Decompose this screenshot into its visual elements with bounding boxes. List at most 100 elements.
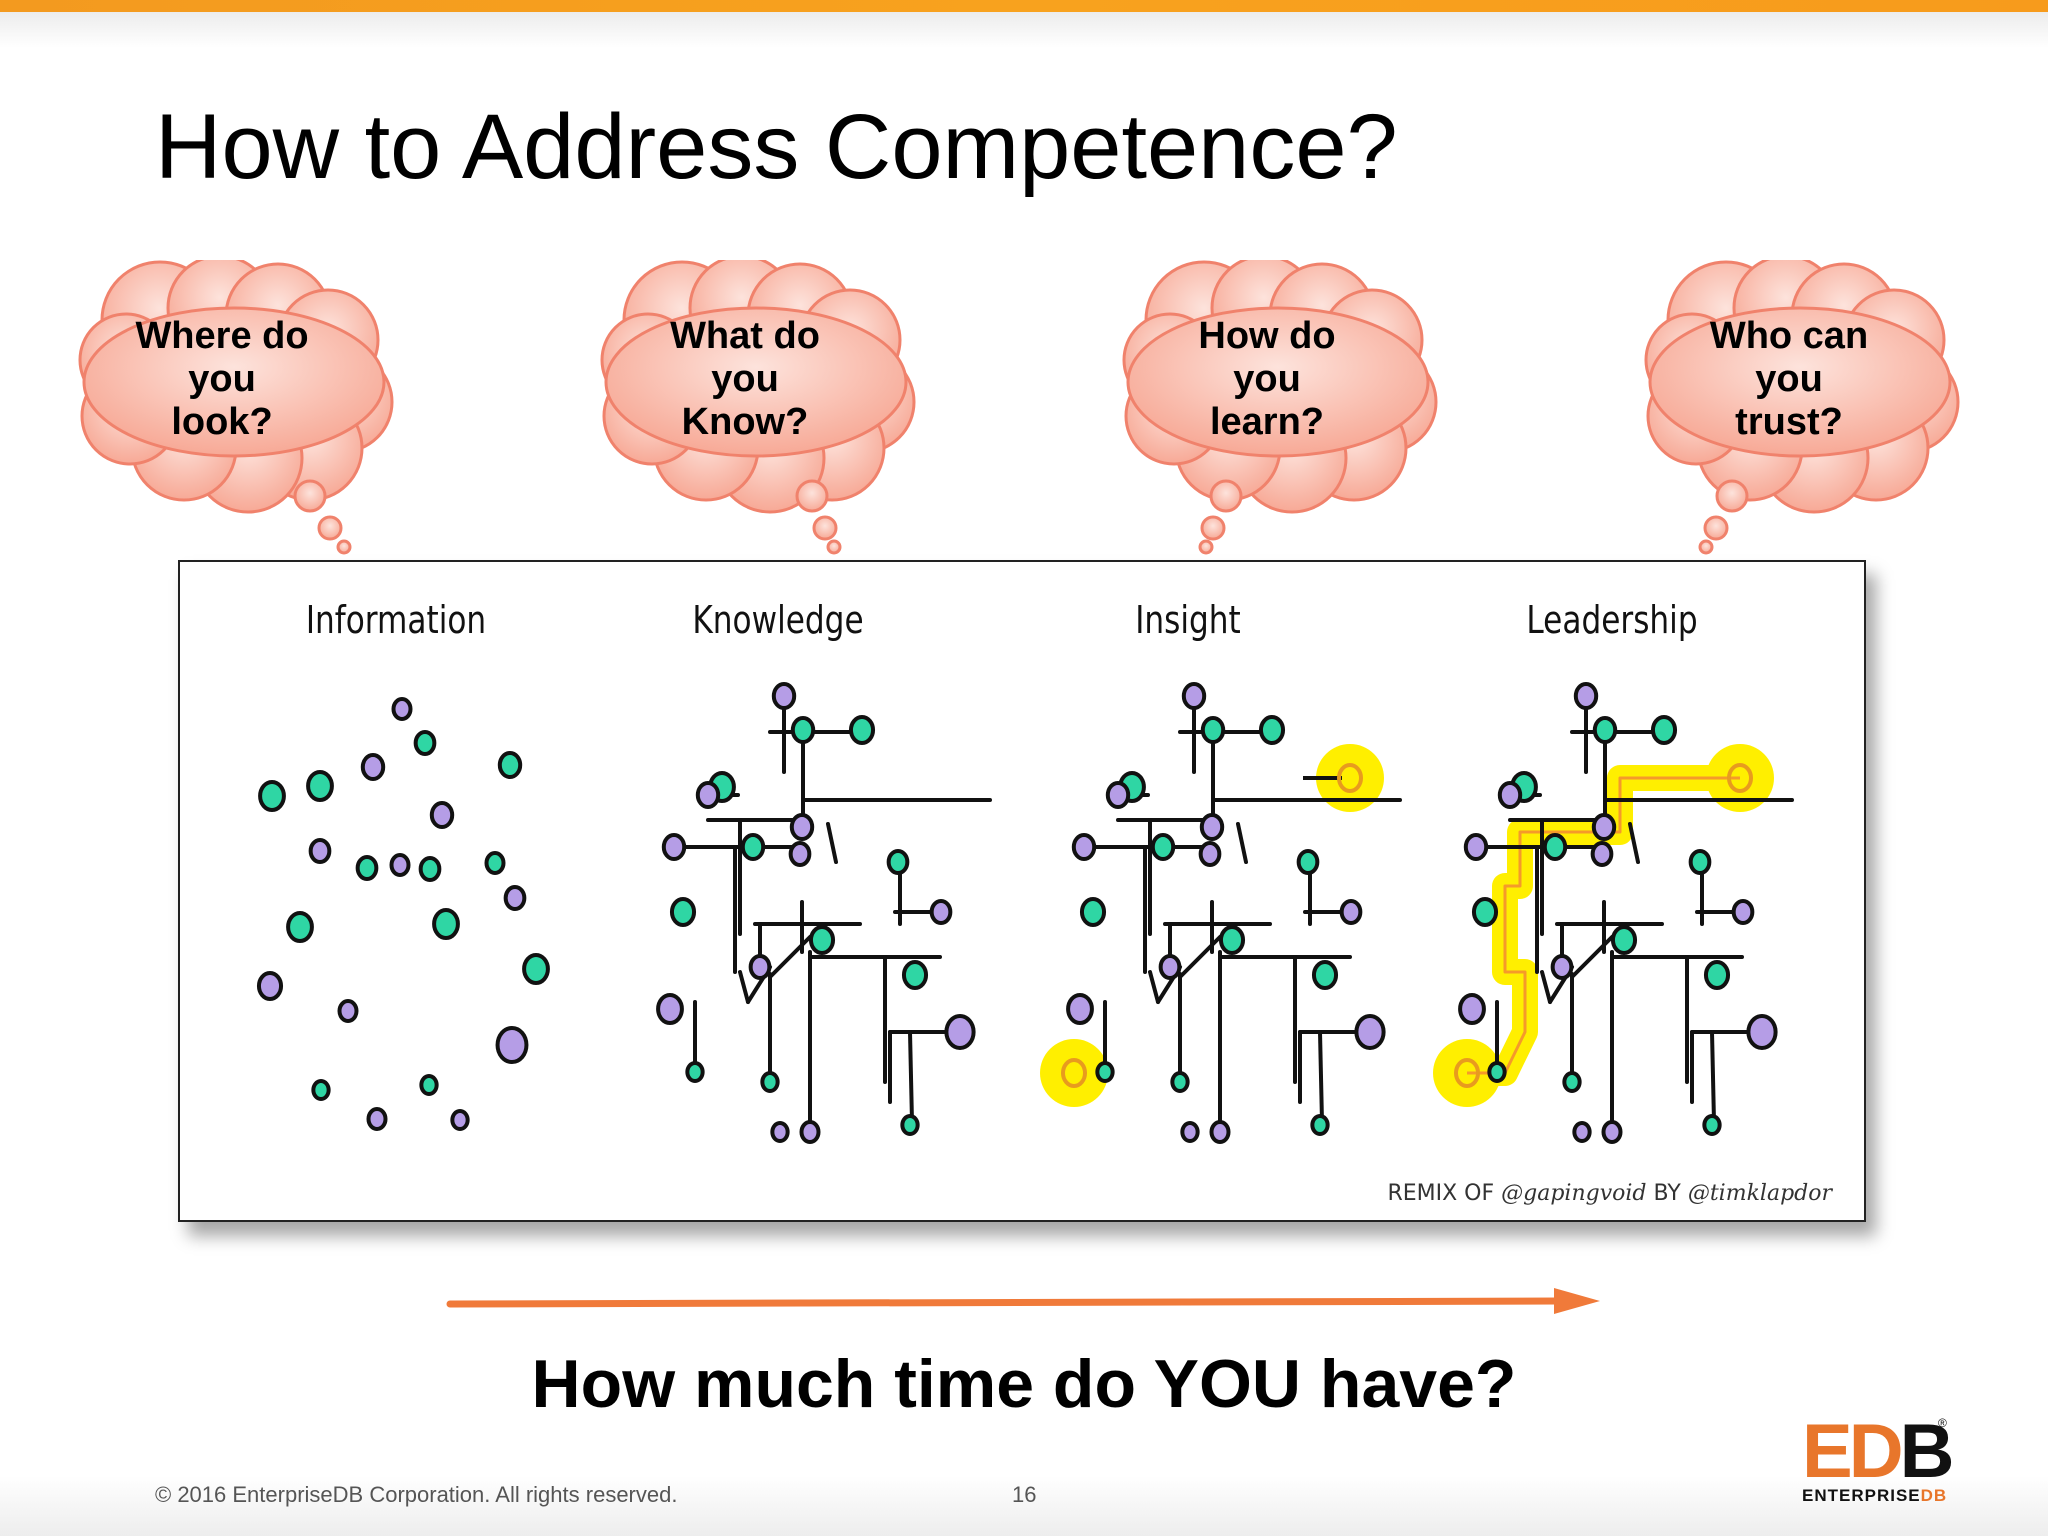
- network-node: [1311, 960, 1339, 990]
- insight-link: [1178, 935, 1222, 979]
- network-node: [495, 1026, 529, 1064]
- leadership-node-bottom: [1454, 1058, 1480, 1088]
- edb-logo: EDB ® ENTERPRISEDB: [1798, 1414, 1954, 1506]
- network-node: [1198, 841, 1222, 867]
- network-node: [306, 770, 334, 802]
- thought-bubble-shapes: [78, 254, 1960, 555]
- edb-logo-registered: ®: [1938, 1416, 1947, 1430]
- network-node: [1702, 1114, 1722, 1136]
- slide-title: How to Address Competence?: [155, 96, 1398, 198]
- network-node: [1079, 897, 1107, 927]
- network-node: [1296, 849, 1320, 875]
- top-shade: [0, 12, 2048, 48]
- footer-copyright: © 2016 EnterpriseDB Corporation. All rig…: [155, 1482, 678, 1507]
- network-node: [366, 1107, 388, 1131]
- insight-highlight-top: [1316, 744, 1384, 812]
- remix-credit: REMIX OF @gapingvoid BY @timklapdor: [1387, 1181, 1832, 1206]
- network-node: [1258, 715, 1286, 745]
- network-node: [944, 1014, 976, 1050]
- network-node: [771, 682, 797, 710]
- time-question: How much time do YOU have?: [531, 1346, 1517, 1422]
- network-node: [1209, 1120, 1231, 1144]
- network-node: [355, 855, 379, 881]
- credit-prefix: REMIX OF: [1387, 1181, 1495, 1206]
- network-node: [799, 1120, 821, 1144]
- time-arrow: [446, 1288, 1600, 1314]
- top-accent-bar: [0, 0, 2048, 12]
- network-node: [1200, 716, 1226, 744]
- network-node: [1731, 899, 1755, 925]
- network-node: [886, 849, 910, 875]
- network-node: [1590, 841, 1614, 867]
- cloud-1: [78, 254, 394, 555]
- network-node: [286, 911, 314, 943]
- leadership-link: [1710, 1030, 1716, 1124]
- network-node: [1572, 1121, 1592, 1143]
- knowledge-link: [908, 1030, 914, 1124]
- network-node: [389, 853, 411, 877]
- network-node: [360, 753, 386, 781]
- network-node: [1487, 1061, 1507, 1083]
- leadership-link: [1540, 970, 1552, 1004]
- knowledge-link: [738, 970, 750, 1004]
- network-node: [1199, 813, 1225, 841]
- network-node: [1066, 993, 1094, 1025]
- bottom-shade: [0, 1476, 2048, 1536]
- network-node: [503, 885, 527, 911]
- knowledge-link: [768, 935, 812, 979]
- network-node: [656, 993, 684, 1025]
- network-node: [497, 751, 523, 779]
- page-number: 16: [1012, 1482, 1037, 1507]
- network-node: [1463, 833, 1489, 861]
- network-node: [900, 1114, 920, 1136]
- network-node: [1610, 925, 1638, 955]
- network-node: [337, 999, 359, 1023]
- network-node: [790, 716, 816, 744]
- network-node: [1703, 960, 1731, 990]
- leadership-link: [1570, 935, 1614, 979]
- network-node: [788, 841, 812, 867]
- network-node: [1591, 813, 1617, 841]
- network-node: [1150, 833, 1176, 861]
- network-node: [760, 1071, 780, 1093]
- insight-link: [1236, 822, 1248, 864]
- leadership-path-outline: [1467, 776, 1740, 1075]
- cloud-3: [1122, 254, 1438, 555]
- network-node: [1354, 1014, 1386, 1050]
- network-node: [258, 780, 286, 812]
- network-node: [1497, 781, 1523, 809]
- network-node: [1471, 897, 1499, 927]
- stage-title-knowledge: Knowledge: [692, 598, 864, 642]
- network-drawings: [256, 682, 1794, 1144]
- stage-title-insight: Insight: [1135, 598, 1241, 642]
- credit-by: BY: [1653, 1181, 1681, 1206]
- network-node: [484, 851, 506, 875]
- network-node: [740, 833, 766, 861]
- stage-title-leadership: Leadership: [1526, 598, 1698, 642]
- leadership-link: [1628, 822, 1640, 864]
- network-node: [1180, 1121, 1200, 1143]
- network-node: [1562, 1071, 1582, 1093]
- leadership-node-top: [1727, 763, 1753, 793]
- network-node: [1158, 954, 1182, 980]
- edb-logo-wordmark: ENTERPRISEDB: [1802, 1486, 1948, 1505]
- network-node: [1542, 833, 1568, 861]
- network-node: [429, 801, 455, 829]
- network-node: [413, 730, 437, 756]
- network-node: [1592, 716, 1618, 744]
- network-node: [1550, 954, 1574, 980]
- insight-node-bottom: [1061, 1058, 1087, 1088]
- network-node: [450, 1109, 470, 1131]
- network-node: [1339, 899, 1363, 925]
- network-node: [1105, 781, 1131, 809]
- cloud-4: [1644, 254, 1960, 555]
- network-node: [661, 833, 687, 861]
- network-node: [1095, 1061, 1115, 1083]
- network-node: [848, 715, 876, 745]
- network-node: [256, 971, 284, 1001]
- network-node: [770, 1121, 790, 1143]
